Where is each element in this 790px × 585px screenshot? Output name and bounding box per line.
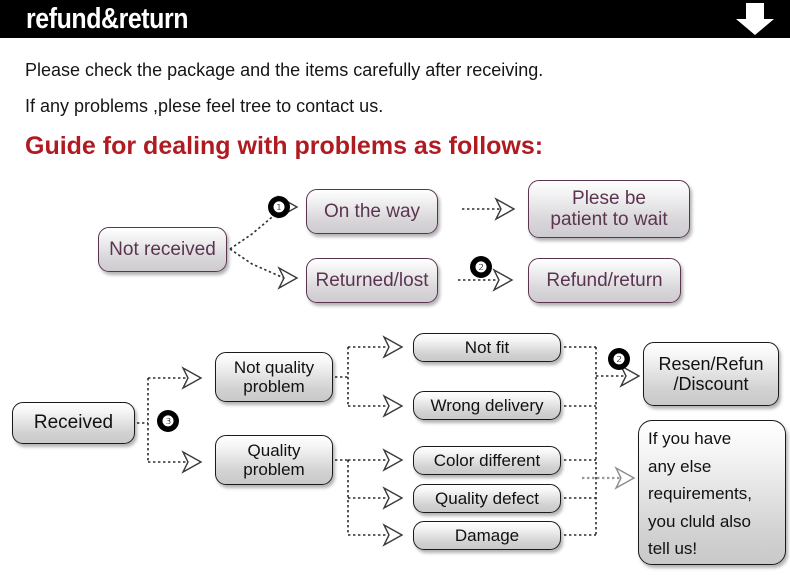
node-color-different-label: Color different: [433, 450, 541, 470]
node-patient-wait-label-line2: patient to wait: [550, 209, 668, 230]
note-line-5: tell us!: [648, 539, 698, 559]
header-bar: refund&return: [0, 0, 790, 38]
intro-line-1: Please check the package and the items c…: [25, 60, 544, 80]
node-wrong-delivery[interactable]: Wrong delivery: [413, 391, 561, 420]
arrowhead-quality-defect: [383, 487, 403, 509]
node-resend-label-line1: Resen/Refun: [658, 353, 764, 374]
node-resend-label-line2: /Discount: [673, 374, 749, 394]
step-badge-2-lower: ❷: [608, 348, 630, 370]
down-arrow-icon: [736, 3, 774, 35]
arrowhead-not-quality: [182, 367, 202, 389]
connector-quality-split: [335, 459, 388, 536]
node-damage[interactable]: Damage: [413, 521, 561, 550]
node-refund-return[interactable]: Refund/return: [528, 258, 681, 303]
node-damage-label: Damage: [454, 525, 520, 545]
node-quality-defect[interactable]: Quality defect: [413, 484, 561, 513]
guide-heading: Guide for dealing with problems as follo…: [25, 132, 544, 160]
node-not-received-label: Not received: [109, 238, 216, 260]
arrowhead-returned-lost: [278, 267, 298, 289]
note-line-4: you cluld also: [648, 511, 752, 531]
step-badge-1: ❶: [268, 196, 290, 218]
node-not-received[interactable]: Not received: [98, 227, 227, 272]
node-not-quality-label-line1: Not quality: [233, 357, 315, 377]
node-returned-lost[interactable]: Returned/lost: [306, 258, 438, 303]
connector-not-quality-split: [335, 346, 388, 407]
arrowhead-not-fit: [383, 336, 403, 358]
node-returned-lost-label: Returned/lost: [315, 269, 429, 291]
node-received[interactable]: Received: [12, 402, 135, 444]
note-line-1: If you have: [648, 429, 732, 448]
node-quality-label-line1: Quality: [247, 440, 301, 460]
node-not-quality-label-line2: problem: [243, 377, 305, 396]
node-patient-wait-label-line1: Plese be: [572, 187, 646, 209]
arrowhead-color-different: [383, 449, 403, 471]
node-not-fit[interactable]: Not fit: [413, 333, 561, 362]
arrowhead-resend: [620, 365, 640, 387]
intro-line-2: If any problems ,plese feel tree to cont…: [25, 96, 384, 116]
node-wrong-delivery-label: Wrong delivery: [430, 395, 544, 415]
note-line-2: any else: [648, 456, 712, 476]
node-color-different[interactable]: Color different: [413, 446, 561, 475]
arrowhead-patient-wait: [495, 198, 515, 220]
arrowhead-refund-return: [493, 269, 513, 291]
node-quality-defect-label: Quality defect: [435, 488, 539, 508]
node-patient-wait[interactable]: Plese be patient to wait: [528, 180, 690, 238]
arrowhead-wrong-delivery: [383, 395, 403, 417]
step-badge-2: ❷: [470, 256, 492, 278]
node-resend-refund-discount[interactable]: Resen/Refun /Discount: [643, 342, 779, 406]
node-on-the-way[interactable]: On the way: [306, 189, 438, 234]
arrowhead-note: [615, 467, 635, 489]
node-received-label: Received: [33, 412, 114, 434]
connector-issues-merge: [564, 346, 625, 536]
node-quality-problem[interactable]: Quality problem: [215, 435, 333, 485]
node-not-quality-problem[interactable]: Not quality problem: [215, 352, 333, 402]
arrowhead-damage: [383, 524, 403, 546]
step-badge-3: ❸: [157, 410, 179, 432]
node-contact-note: If you have any else requirements, you c…: [638, 420, 786, 565]
node-quality-label-line2: problem: [243, 460, 305, 479]
arrowhead-quality: [182, 451, 202, 473]
page-title: refund&return: [26, 3, 189, 35]
node-on-the-way-label: On the way: [323, 200, 421, 222]
note-line-3: requirements,: [648, 484, 752, 504]
node-not-fit-label: Not fit: [464, 337, 510, 357]
node-refund-return-label: Refund/return: [546, 269, 663, 291]
